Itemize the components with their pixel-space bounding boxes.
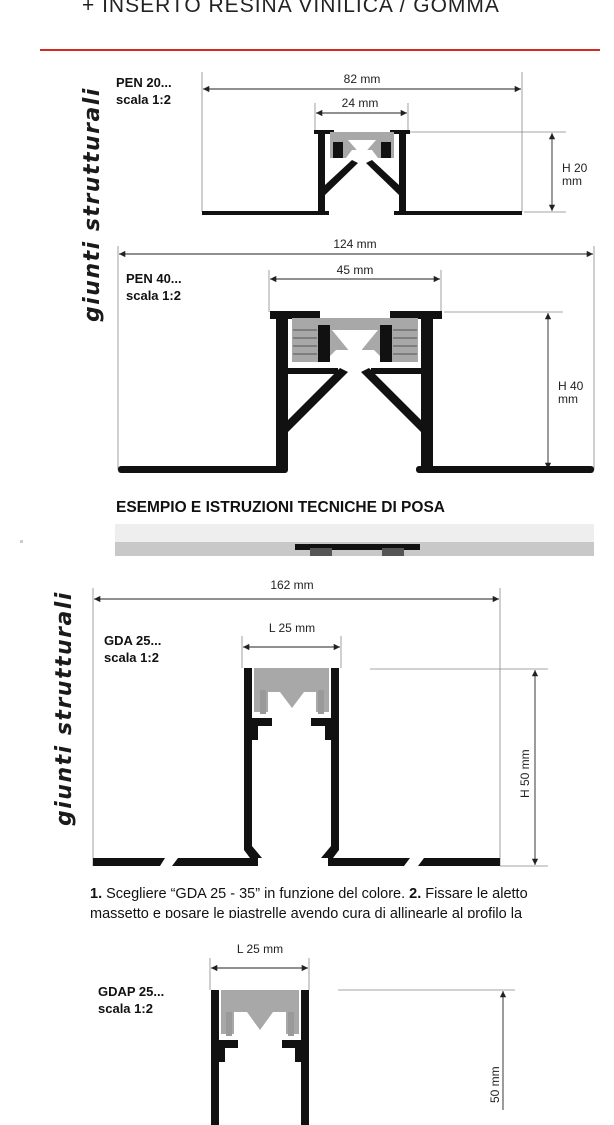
pen20-scale: scala 1:2 [116,92,171,107]
header-title: + INSERTO RESINA VINILICA / GOMMA [82,0,500,17]
section-title: ESEMPIO E ISTRUZIONI TECNICHE DI POSA [116,499,445,516]
installation-example-strip [20,524,594,556]
pen20-width-dim: 82 mm [343,72,381,86]
pen20-name: PEN 20... [116,75,172,90]
pen40-name: PEN 40... [126,271,182,286]
pen40-height-dim: H 40 mm [558,379,584,406]
gdap25-inner-dim: L 25 mm [236,942,284,956]
pen20-inner-dim: 24 mm [341,96,379,110]
header-divider [40,49,600,51]
instruction-line-2: massetto e posare le piastrelle avendo c… [90,906,523,918]
pen40-inner-dim: 45 mm [336,263,374,277]
pen20-height-dim: H 20 mm [562,161,588,188]
pen40-label: PEN 40... scala 1:2 [126,270,182,304]
pen40-drawing [117,246,595,473]
instruction-line-1: 1. Scegliere “GDA 25 - 35” in funzione d… [90,886,528,902]
pen40-scale: scala 1:2 [126,288,181,303]
pen40-width-dim: 124 mm [333,237,377,251]
pen20-drawing [201,72,566,215]
gda25-label: GDA 25... scala 1:2 [104,632,161,666]
gdap25-scale: scala 1:2 [98,1001,153,1016]
gdap25-label: GDAP 25... scala 1:2 [98,983,164,1017]
gda25-drawing [92,588,548,867]
gdap25-drawing [209,958,515,1125]
gda25-scale: scala 1:2 [104,650,159,665]
gda25-width-dim: 162 mm [270,578,314,592]
gda25-inner-dim: L 25 mm [268,621,316,635]
gda25-name: GDA 25... [104,633,162,648]
gdap25-name: GDAP 25... [98,984,165,999]
pen20-label: PEN 20... scala 1:2 [116,74,172,108]
